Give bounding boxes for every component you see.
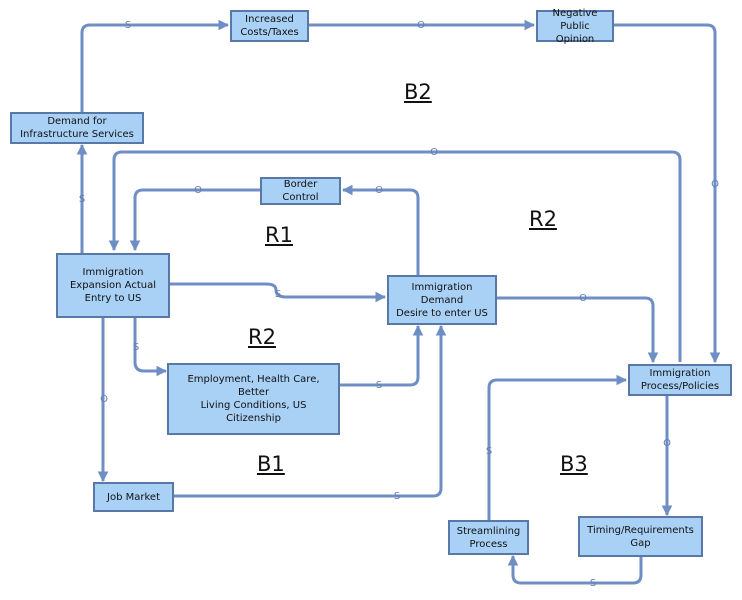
loop-label-r1: R1 — [265, 223, 293, 247]
edge-border-to-expansion — [129, 188, 260, 252]
loop-label-r2-right: R2 — [529, 207, 557, 231]
edge-label-expansion-to-employment: S — [133, 342, 139, 353]
edge-label-demand-to-process: O — [579, 293, 587, 304]
loop-label-b3: B3 — [560, 452, 588, 476]
loop-label-r2-left: R2 — [248, 325, 276, 349]
edge-expansion-to-demand — [170, 282, 387, 303]
edge-label-infra-to-costs: S — [125, 20, 131, 31]
node-timing-gap: Timing/Requirements Gap — [578, 516, 703, 557]
node-streamlining: Streamlining Process — [448, 520, 529, 555]
edge-label-demand-to-border: O — [375, 185, 383, 196]
edge-demand-to-border — [341, 184, 420, 275]
node-border-control: Border Control — [260, 177, 341, 205]
edge-label-streamlining-to-process: S — [486, 446, 492, 457]
edge-label-employment-to-demand: S — [376, 380, 382, 391]
edge-label-expansion-to-demand: S — [275, 289, 281, 300]
node-negative-public-opinion: Negative Public Opinion — [536, 8, 614, 45]
edge-label-timing-to-streamlining: S — [590, 578, 596, 589]
edge-process-to-expansion — [108, 150, 682, 362]
edge-timing-to-streamlining — [507, 554, 643, 585]
edge-label-job-to-demand: S — [394, 491, 400, 502]
loop-label-b1: B1 — [257, 452, 285, 476]
edge-label-expansion-to-infra: S — [79, 194, 85, 205]
loop-label-b2: B2 — [404, 80, 432, 104]
node-immigration-demand: Immigration Demand Desire to enter US — [387, 275, 497, 325]
node-demand-infrastructure: Demand for Infrastructure Services — [10, 112, 144, 144]
edge-label-process-to-timing: O — [663, 438, 671, 449]
edge-streamlining-to-process — [487, 374, 628, 520]
edge-infra-to-costs — [80, 19, 230, 112]
edge-opinion-to-process — [614, 23, 721, 364]
node-employment: Employment, Health Care, Better Living C… — [167, 363, 340, 435]
edge-label-costs-to-opinion: O — [417, 20, 425, 31]
edge-employment-to-demand — [340, 324, 424, 387]
edge-job-to-demand — [174, 324, 447, 498]
node-immigration-expansion: Immigration Expansion Actual Entry to US — [56, 253, 170, 318]
edge-expansion-to-employment — [133, 318, 168, 377]
node-job-market: Job Market — [93, 482, 174, 512]
edge-label-process-to-expansion: O — [430, 147, 438, 158]
node-immigration-process: Immigration Process/Policies — [628, 364, 732, 396]
edge-demand-to-process — [497, 296, 659, 364]
edge-label-opinion-to-process: O — [711, 179, 719, 190]
edge-label-expansion-to-job: O — [100, 394, 108, 405]
edge-label-border-to-expansion: O — [194, 185, 202, 196]
node-increased-costs: Increased Costs/Taxes — [230, 10, 309, 42]
